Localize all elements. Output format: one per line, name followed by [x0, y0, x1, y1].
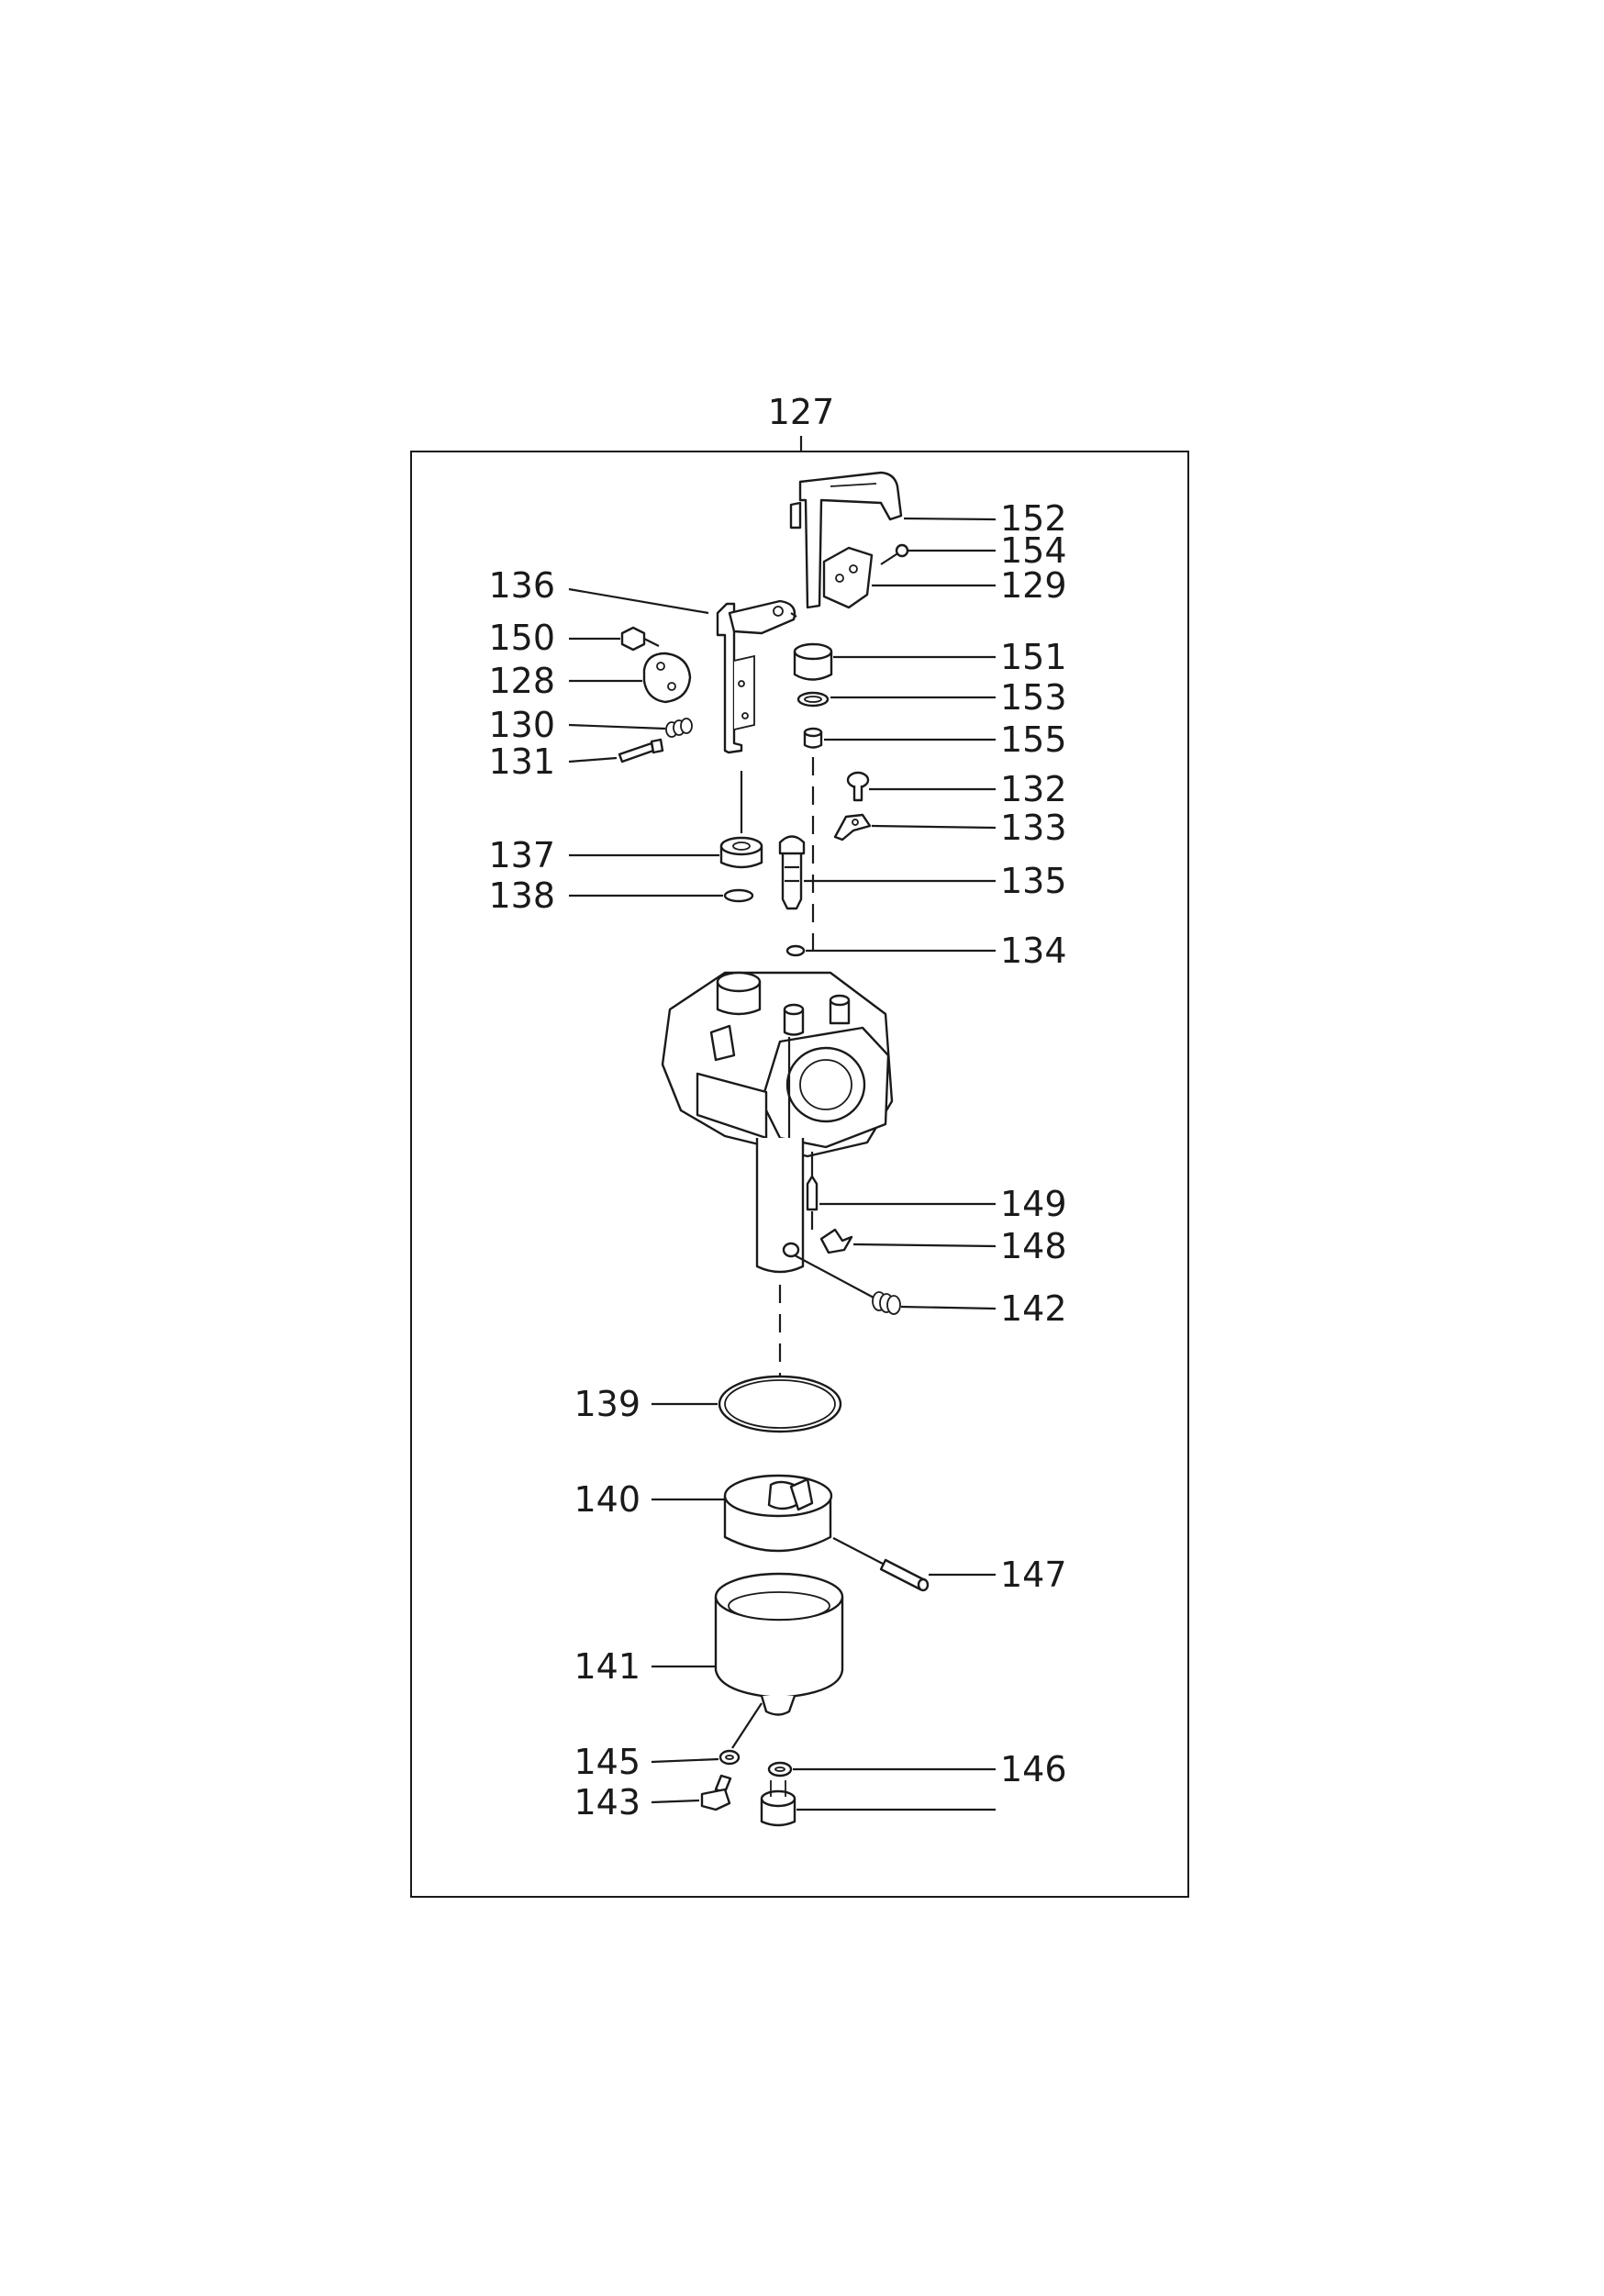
part-136-throttle-lever	[716, 599, 797, 754]
part-134-o-ring	[785, 944, 806, 957]
label-134: 134	[1000, 931, 1067, 971]
label-135: 135	[1000, 861, 1067, 901]
part-142-spring	[872, 1291, 901, 1315]
label-137: 137	[488, 835, 555, 875]
part-137-bushing	[719, 771, 763, 869]
label-152: 152	[1000, 498, 1067, 539]
label-145: 145	[574, 1742, 640, 1782]
part-149-needle	[806, 1152, 819, 1230]
label-151: 151	[1000, 637, 1067, 677]
label-139: 139	[574, 1384, 640, 1424]
part-147-pin	[879, 1558, 930, 1592]
part-138-o-ring	[723, 888, 754, 903]
part-135-pilot-jet	[778, 835, 806, 910]
part-154-screw	[880, 543, 909, 565]
label-143: 146	[1000, 1749, 1067, 1789]
label-153: 153	[1000, 677, 1067, 718]
label-147: 147	[1000, 1555, 1067, 1595]
leader-lines	[568, 517, 997, 1811]
part-144-drain-screw	[760, 1780, 796, 1827]
label-149: 149	[1000, 1184, 1067, 1224]
label-150: 150	[488, 618, 555, 658]
part-132-screw	[846, 771, 870, 802]
part-131-screw	[618, 738, 664, 763]
part-carburetor-body	[661, 971, 894, 1158]
assembly-frame	[410, 451, 1189, 1898]
part-146-bolt	[700, 1774, 732, 1811]
label-155: 155	[1000, 719, 1067, 760]
label-148: 148	[1000, 1226, 1067, 1266]
part-139-gasket	[718, 1375, 842, 1433]
label-154: 154	[1000, 530, 1067, 571]
part-133-bracket	[833, 813, 872, 841]
part-128-throttle-plate	[642, 652, 692, 704]
label-132: 132	[1000, 769, 1067, 809]
label-136: 136	[488, 565, 555, 606]
label-131: 131	[488, 741, 555, 782]
part-151-collar	[793, 642, 833, 681]
label-138: 138	[488, 875, 555, 916]
part-143-washer	[767, 1761, 793, 1778]
part-148-clip	[819, 1228, 853, 1254]
label-146: 143	[574, 1782, 640, 1822]
part-153-ring	[796, 691, 830, 708]
part-float-stem	[755, 1138, 805, 1274]
part-152-choke-bracket	[789, 471, 903, 609]
label-141: 141	[574, 1646, 640, 1687]
part-140-float	[723, 1474, 833, 1553]
label-128: 128	[488, 661, 555, 701]
label-142: 142	[1000, 1288, 1067, 1329]
part-155-bushing	[803, 727, 823, 749]
part-130-spring	[665, 718, 693, 738]
part-145-washer	[718, 1749, 741, 1766]
label-140: 140	[574, 1479, 640, 1520]
label-130: 130	[488, 705, 555, 745]
label-133: 133	[1000, 808, 1067, 848]
part-141-float-bowl	[714, 1572, 844, 1716]
part-129-choke-plate	[822, 546, 874, 609]
part-150-screw	[620, 626, 660, 652]
assembly-number: 127	[768, 392, 835, 432]
label-129: 129	[1000, 565, 1067, 606]
